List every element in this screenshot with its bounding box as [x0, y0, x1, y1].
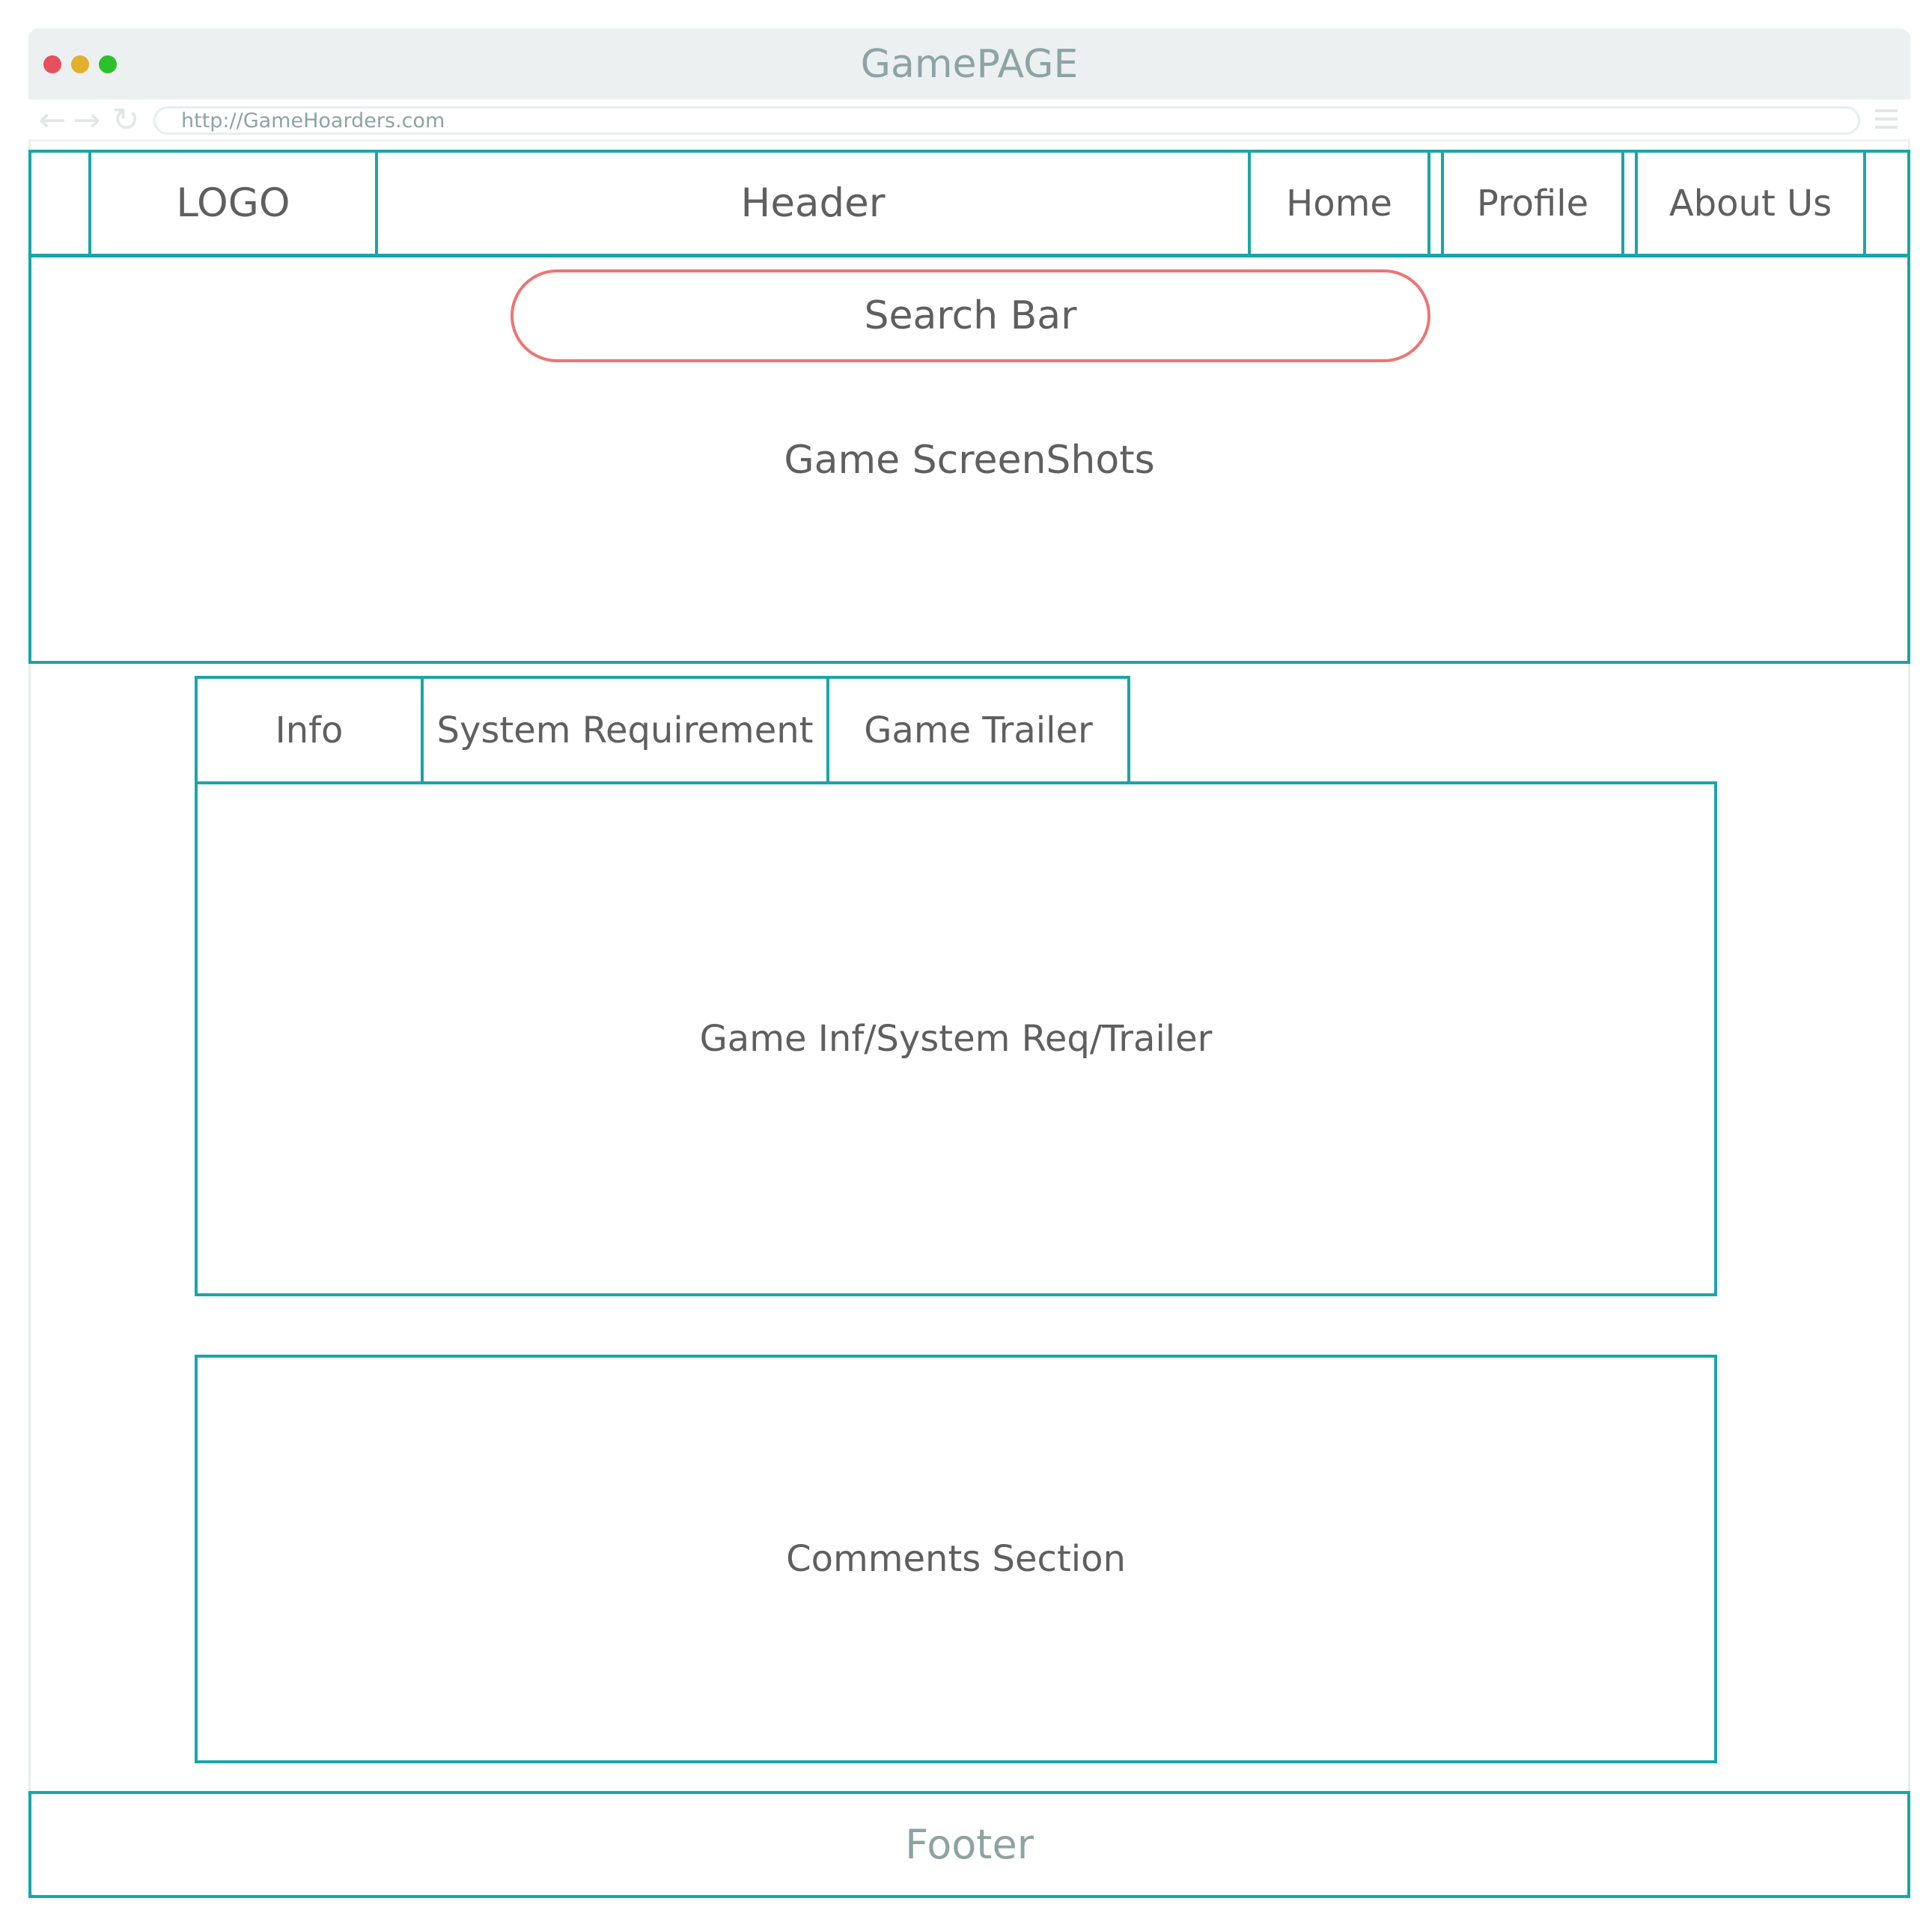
nav-about-us[interactable]: About Us: [1635, 150, 1866, 257]
tab-content-panel: Game Inf/System Req/Trailer: [195, 781, 1717, 1296]
logo[interactable]: LOGO: [88, 150, 378, 257]
tab-info[interactable]: Info: [195, 676, 424, 784]
hamburger-menu-icon[interactable]: [1875, 109, 1898, 132]
forward-arrow-icon[interactable]: →: [73, 100, 101, 139]
search-bar[interactable]: Search Bar: [511, 269, 1430, 362]
window-title: GamePAGE: [860, 41, 1079, 87]
tab-system-requirement[interactable]: System Requirement: [421, 676, 829, 784]
nav-profile[interactable]: Profile: [1441, 150, 1624, 257]
reload-icon[interactable]: ↻: [112, 100, 140, 139]
back-arrow-icon[interactable]: ←: [38, 100, 67, 139]
footer: Footer: [28, 1791, 1910, 1898]
header-title: Header: [375, 150, 1251, 257]
minimize-window-button[interactable]: [71, 55, 89, 73]
game-screenshots-area: [28, 254, 1910, 664]
comments-section: Comments Section: [195, 1355, 1717, 1763]
maximize-window-button[interactable]: [99, 55, 117, 73]
nav-home[interactable]: Home: [1248, 150, 1430, 257]
url-field[interactable]: http://GameHoarders.com: [153, 106, 1860, 135]
game-screenshots-label: Game ScreenShots: [784, 438, 1155, 483]
browser-titlebar: [28, 28, 1910, 100]
close-window-button[interactable]: [43, 55, 61, 73]
tab-game-trailer[interactable]: Game Trailer: [826, 676, 1130, 784]
